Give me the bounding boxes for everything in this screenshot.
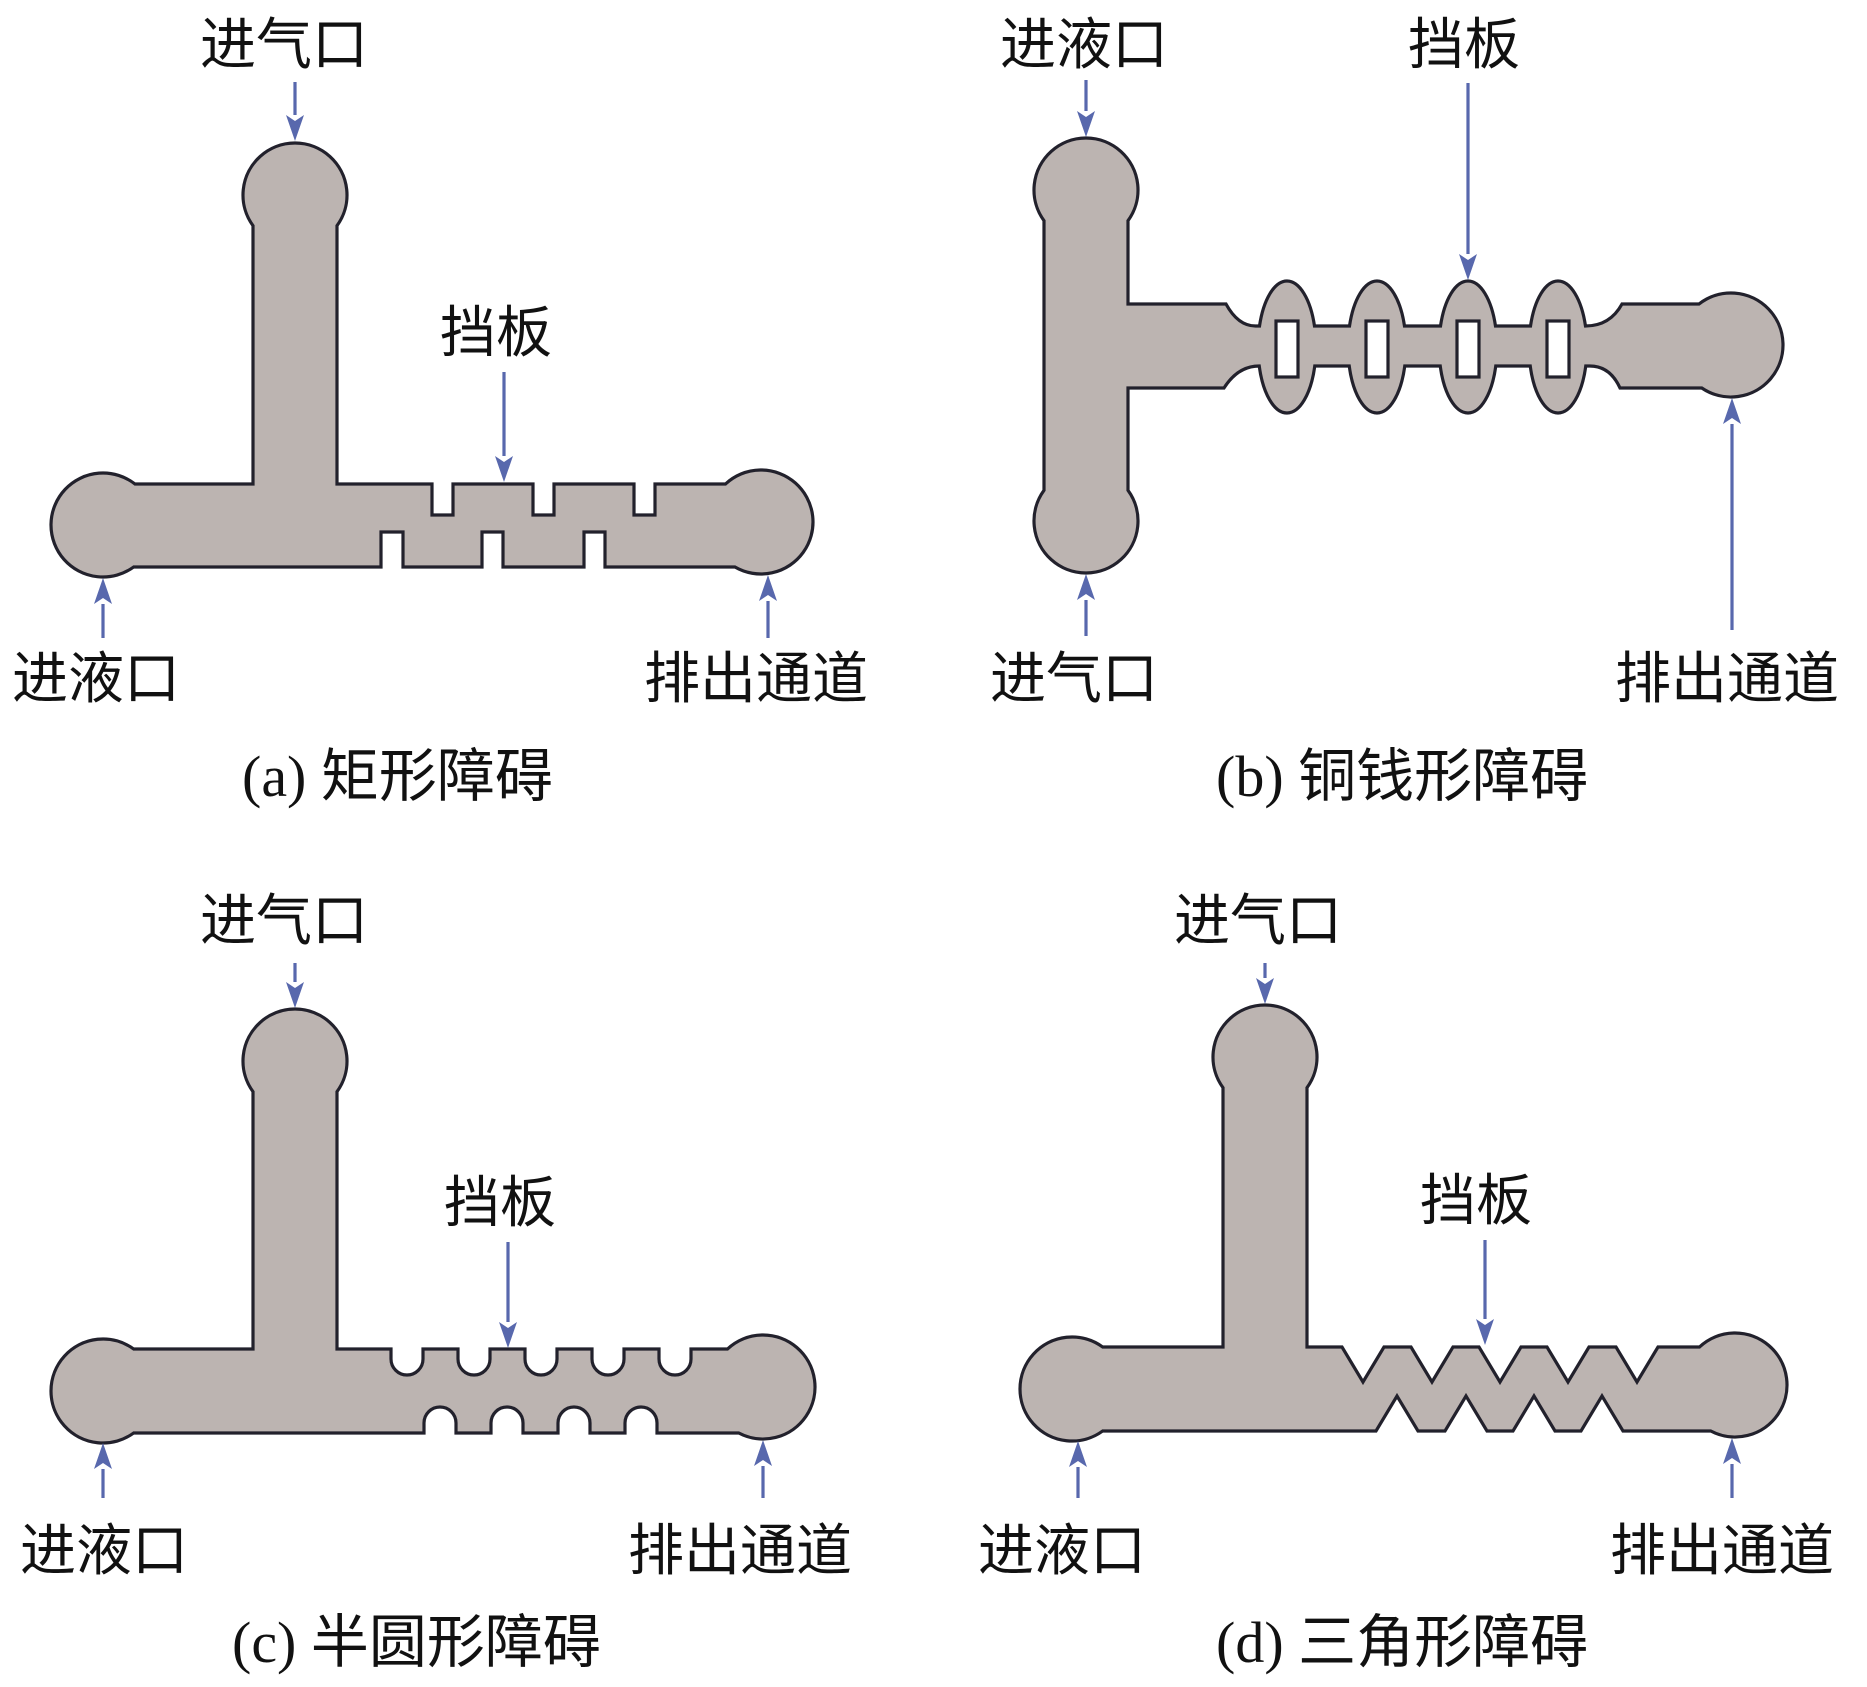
- liquid-inlet-arrow-head: [1069, 1441, 1087, 1467]
- coin-hole-3: [1455, 319, 1481, 379]
- channel-rectangular-obstacles: [49, 141, 815, 579]
- gas-inlet-arrow-head: [1077, 574, 1095, 600]
- panel-c: 进气口 挡板 进液口 排出通道 (c) 半圆形障碍: [20, 889, 852, 1675]
- gas-inlet-arrow-head: [286, 115, 304, 141]
- label-outlet: 排出通道: [628, 1519, 852, 1584]
- label-liquid-inlet: 进液口: [20, 1519, 188, 1584]
- baffle-arrow-head: [1476, 1319, 1494, 1345]
- label-gas-inlet: 进气口: [200, 889, 368, 954]
- arrows-b: [1077, 80, 1741, 636]
- label-gas-inlet: 进气口: [990, 647, 1158, 712]
- baffle-arrow-head: [499, 1322, 517, 1348]
- arrows-c: [94, 963, 772, 1498]
- label-outlet: 排出通道: [1610, 1519, 1834, 1584]
- caption-a: (a) 矩形障碍: [242, 744, 553, 809]
- panel-d: 进气口 挡板 进液口 排出通道 (d) 三角形障碍: [978, 889, 1834, 1675]
- outlet-arrow-head: [1723, 398, 1741, 424]
- label-gas-inlet: 进气口: [1174, 889, 1342, 954]
- coin-hole-2: [1364, 319, 1390, 379]
- label-gas-inlet: 进气口: [200, 13, 368, 78]
- label-liquid-inlet: 进液口: [1000, 13, 1168, 78]
- gas-inlet-arrow-head: [1256, 978, 1274, 1004]
- label-outlet: 排出通道: [644, 647, 868, 712]
- caption-d: (d) 三角形障碍: [1216, 1610, 1588, 1675]
- outlet-arrow-head: [759, 575, 777, 601]
- label-baffle: 挡板: [440, 301, 552, 366]
- arrows-d: [1069, 963, 1741, 1498]
- baffle-arrow-head: [1459, 254, 1477, 280]
- liquid-inlet-arrow-head: [94, 1443, 112, 1469]
- label-liquid-inlet: 进液口: [12, 647, 180, 712]
- panel-b: 进液口 挡板 进气口 排出通道 (b) 铜钱形障碍: [990, 13, 1839, 809]
- caption-b: (b) 铜钱形障碍: [1216, 744, 1588, 809]
- arrows-a: [94, 82, 777, 638]
- gas-inlet-arrow-head: [286, 982, 304, 1008]
- channel-coin-obstacles: [1032, 136, 1785, 575]
- liquid-inlet-arrow-head: [1077, 111, 1095, 137]
- liquid-inlet-arrow-head: [94, 578, 112, 604]
- channel-triangular-obstacles: [1018, 1003, 1789, 1443]
- label-baffle: 挡板: [1408, 13, 1520, 78]
- label-outlet: 排出通道: [1615, 647, 1839, 712]
- outlet-arrow-head: [1723, 1438, 1741, 1464]
- panel-a: 进气口 挡板 进液口 排出通道 (a) 矩形障碍: [12, 13, 868, 809]
- label-baffle: 挡板: [1420, 1169, 1532, 1234]
- label-liquid-inlet: 进液口: [978, 1519, 1146, 1584]
- coin-holes: [1274, 319, 1571, 379]
- channel-semicircular-obstacles: [49, 1007, 817, 1445]
- baffle-arrow-head: [495, 456, 513, 482]
- label-baffle: 挡板: [444, 1171, 556, 1236]
- caption-c: (c) 半圆形障碍: [232, 1610, 601, 1675]
- outlet-arrow-head: [754, 1440, 772, 1466]
- coin-hole-4: [1545, 319, 1571, 379]
- coin-hole-1: [1274, 319, 1300, 379]
